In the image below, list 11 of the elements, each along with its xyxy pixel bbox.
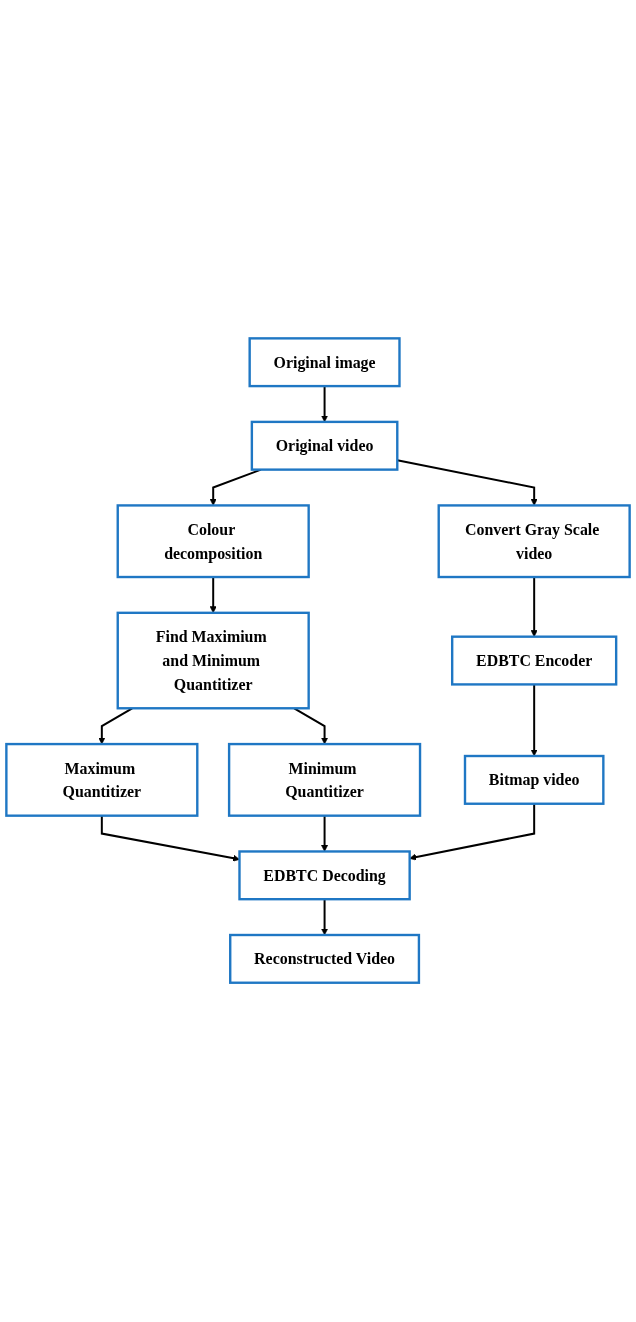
node-box: EDBTC Encoder [451, 635, 618, 687]
node-box: Bitmap video [463, 755, 605, 806]
node-box: Find Maximium and Minimum Quantitizer [116, 612, 310, 710]
node-box: Original video [250, 421, 399, 472]
node-box: Maximum Quantitizer [5, 743, 199, 818]
node-box: EDBTC Decoding [238, 850, 411, 901]
node-box: Colour decomposition [116, 504, 310, 579]
node-box: Minimum Quantitizer [227, 743, 422, 818]
node-box: Reconstructed Video [229, 934, 421, 985]
node-box: Convert Gray Scale video [437, 504, 631, 579]
node-box: Original image [248, 337, 401, 388]
